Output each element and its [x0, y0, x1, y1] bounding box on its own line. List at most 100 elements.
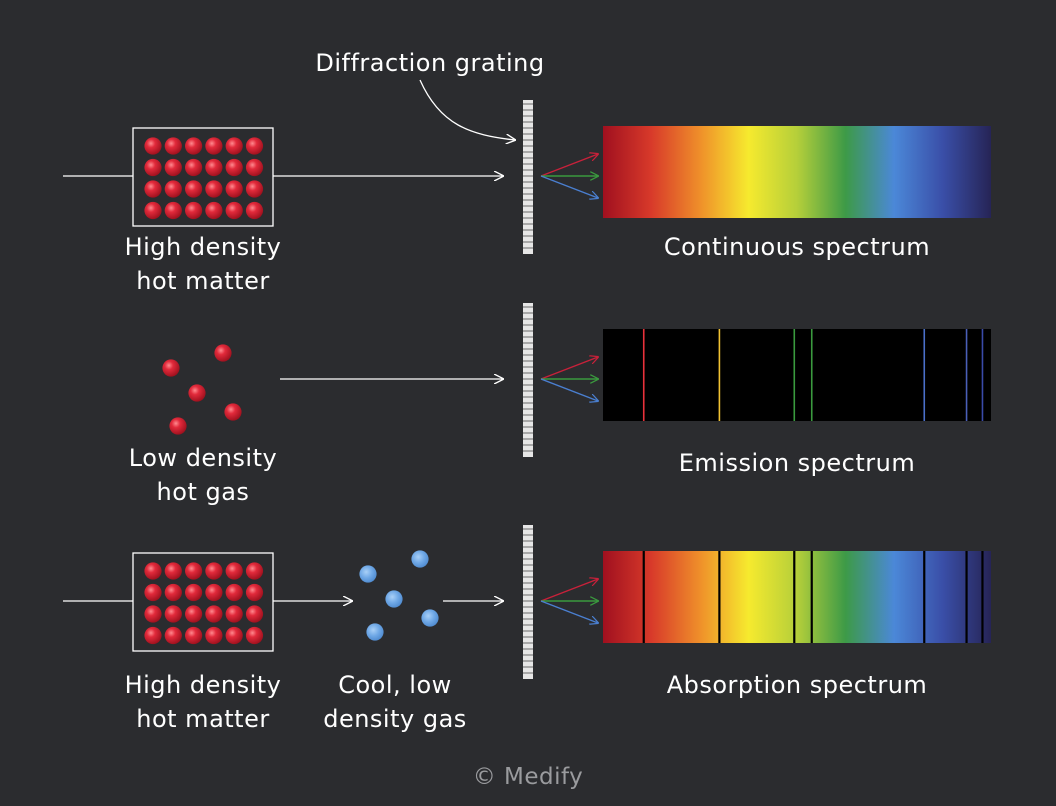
hot-particle	[205, 562, 223, 580]
row3-gas-label-line2: density gas	[323, 705, 467, 733]
hot-particle	[245, 605, 264, 623]
hot-particle	[164, 158, 182, 177]
hot-particle	[164, 583, 182, 602]
hot-gas-particle	[188, 384, 206, 402]
hot-particle	[144, 158, 162, 177]
dense-matter-box-1	[132, 127, 274, 227]
hot-particle	[164, 562, 182, 580]
hot-particle	[225, 201, 243, 220]
red-ray-arrow	[540, 357, 598, 380]
hot-particle	[185, 180, 203, 198]
absorption-spectrum-label: Absorption spectrum	[666, 671, 928, 699]
hot-particle	[185, 158, 203, 177]
grating-pointer-curve	[419, 79, 515, 140]
grating-body	[523, 100, 533, 254]
hot-particle	[144, 626, 162, 645]
row2-source-label-line2: hot gas	[156, 478, 250, 506]
hot-particle	[225, 583, 243, 602]
hot-particle	[245, 137, 264, 155]
diffraction-grating-3	[523, 525, 598, 679]
row3-source-label-line1: High density	[124, 671, 282, 699]
red-ray-arrow	[540, 154, 598, 177]
blue-ray-arrow	[540, 600, 598, 623]
spectrum-band	[603, 329, 991, 421]
spectrum-band	[603, 126, 991, 218]
row3-gas-label: Cool, low density gas	[295, 668, 495, 736]
matter-container	[132, 552, 274, 652]
hot-particle	[164, 201, 182, 220]
hot-particle	[185, 626, 203, 645]
diffraction-grating-label: Diffraction grating	[315, 49, 545, 77]
hot-particle	[205, 605, 223, 623]
hot-particle	[225, 605, 243, 623]
row1-source-label: High density hot matter	[93, 230, 313, 298]
hot-particle	[164, 137, 182, 155]
diffraction-grating-2	[523, 303, 598, 457]
hot-particle	[144, 583, 162, 602]
emission-spectrum-bar	[603, 329, 991, 421]
grating-body	[523, 525, 533, 679]
cool-gas-particle	[385, 590, 403, 608]
grating-body	[523, 303, 533, 457]
hot-particle	[185, 605, 203, 623]
row3-source-label: High density hot matter	[93, 668, 313, 736]
hot-particle	[225, 137, 243, 155]
cool-gas-particle	[366, 623, 384, 641]
hot-particle	[205, 583, 223, 602]
diffraction-grating-1	[523, 100, 598, 254]
hot-particle	[245, 583, 264, 602]
hot-particle	[225, 180, 243, 198]
hot-particle	[185, 201, 203, 220]
row2-source-label: Low density hot gas	[93, 441, 313, 509]
hot-gas-particle	[224, 403, 242, 421]
copyright-credit: © Medify	[472, 764, 584, 790]
cool-gas-particle	[421, 609, 439, 627]
hot-particle	[245, 626, 264, 645]
hot-particle	[144, 605, 162, 623]
row3-source-label-line2: hot matter	[136, 705, 270, 733]
red-ray-arrow	[540, 579, 598, 602]
cool-gas-particle	[359, 565, 377, 583]
hot-gas-particle	[162, 359, 180, 377]
hot-particle	[164, 605, 182, 623]
hot-particle	[245, 562, 264, 580]
hot-particle	[245, 180, 264, 198]
absorption-spectrum-bar	[603, 551, 991, 643]
hot-particle	[144, 201, 162, 220]
hot-particle	[225, 626, 243, 645]
blue-ray-arrow	[540, 175, 598, 198]
spectrum-band	[603, 551, 991, 643]
row2-source-label-line1: Low density	[128, 444, 278, 472]
row1-source-label-line1: High density	[124, 233, 282, 261]
matter-container	[132, 127, 274, 227]
hot-particle	[225, 158, 243, 177]
hot-gas-particle	[214, 344, 232, 362]
row1-source-label-line2: hot matter	[136, 267, 270, 295]
hot-particle	[225, 562, 243, 580]
hot-particle	[245, 158, 264, 177]
hot-particle	[164, 180, 182, 198]
continuous-spectrum-bar	[603, 126, 991, 218]
hot-gas-particle	[169, 417, 187, 435]
hot-particle	[205, 137, 223, 155]
hot-particle	[245, 201, 264, 220]
emission-spectrum-label: Emission spectrum	[678, 449, 916, 477]
hot-particle	[205, 180, 223, 198]
hot-particle	[205, 626, 223, 645]
hot-particle	[185, 137, 203, 155]
row3-gas-label-line1: Cool, low	[338, 671, 452, 699]
hot-particle	[205, 158, 223, 177]
hot-particle	[205, 201, 223, 220]
dense-matter-box-2	[132, 552, 274, 652]
hot-particle	[185, 583, 203, 602]
hot-particle	[144, 180, 162, 198]
hot-particle	[144, 137, 162, 155]
hot-particle	[144, 562, 162, 580]
blue-ray-arrow	[540, 378, 598, 401]
hot-particle	[185, 562, 203, 580]
cool-gas-particle	[411, 550, 429, 568]
continuous-spectrum-label: Continuous spectrum	[663, 233, 931, 261]
hot-particle	[164, 626, 182, 645]
